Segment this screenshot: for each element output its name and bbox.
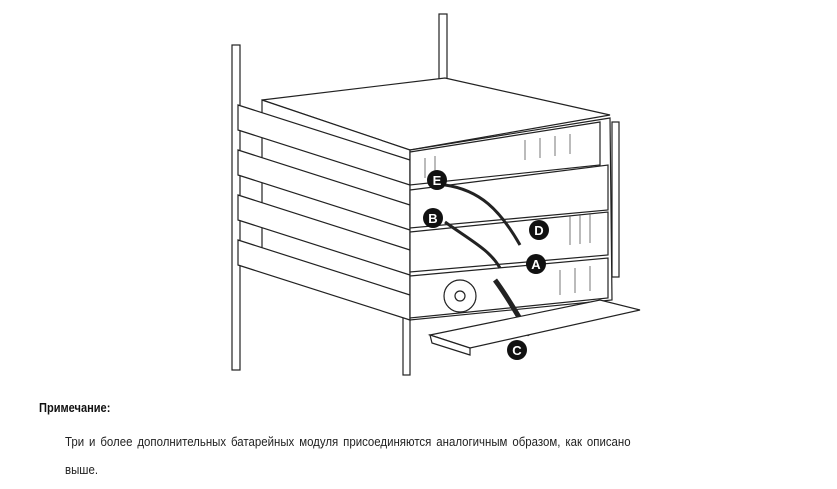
- note-text: Три и более дополнительных батарейных мо…: [65, 428, 734, 484]
- svg-text:B: B: [428, 211, 437, 226]
- callout-b: B: [423, 208, 443, 228]
- svg-text:C: C: [512, 343, 522, 358]
- callout-d: D: [529, 220, 549, 240]
- note-text-line1: Три и более дополнительных батарейных мо…: [65, 434, 631, 449]
- svg-text:D: D: [534, 223, 543, 238]
- note-text-line2: выше.: [65, 462, 99, 477]
- callout-a: A: [526, 254, 546, 274]
- svg-text:A: A: [531, 257, 541, 272]
- callout-c: C: [507, 340, 527, 360]
- svg-text:E: E: [433, 173, 442, 188]
- callout-e: E: [427, 170, 447, 190]
- note-title: Примечание:: [39, 400, 111, 415]
- ups-battery-module-installation-illustration: E B D A C: [231, 13, 641, 376]
